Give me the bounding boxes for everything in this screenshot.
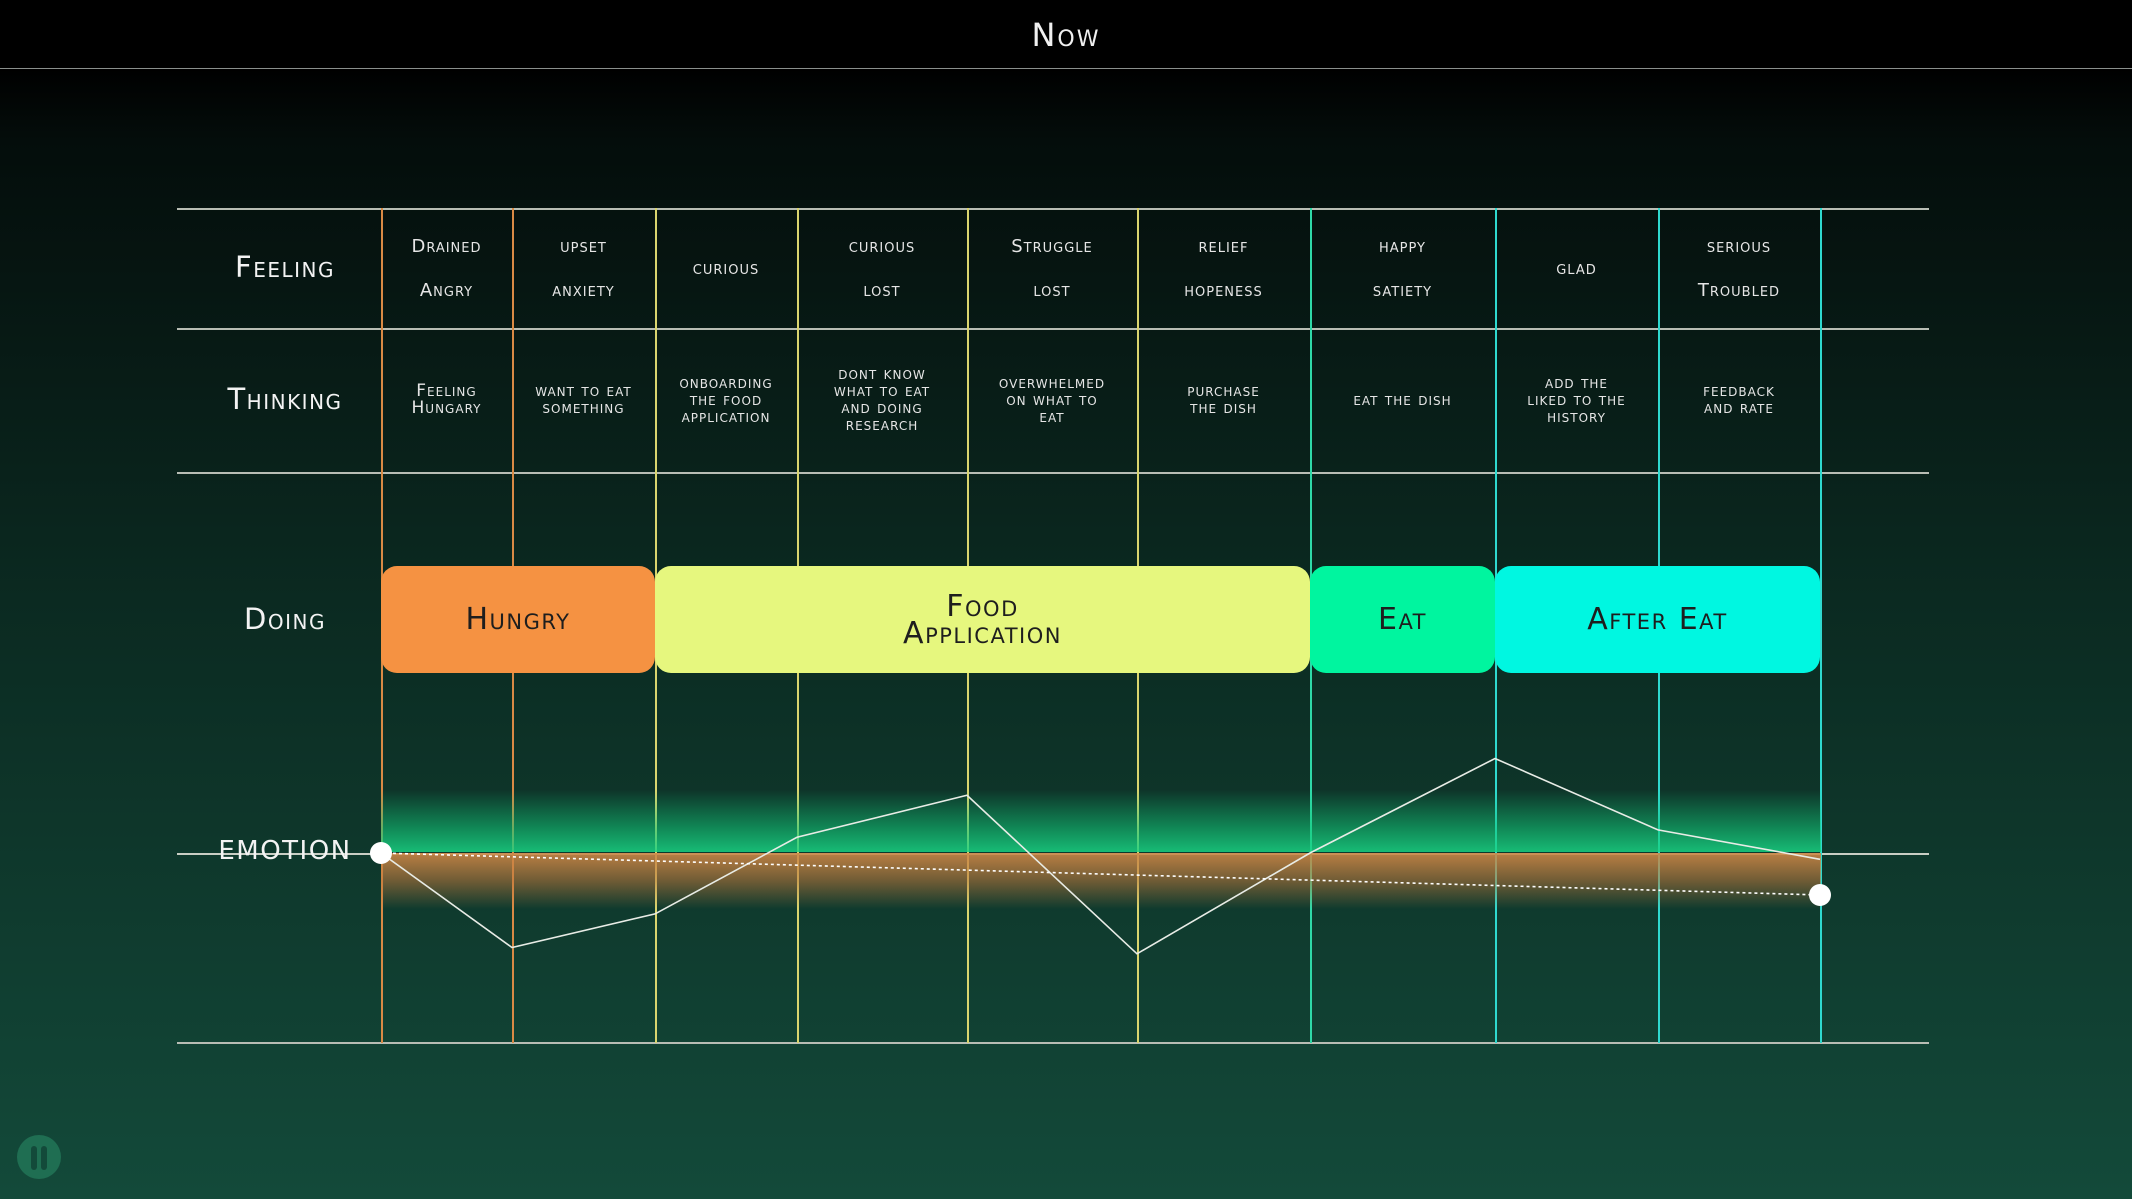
thinking-cell: onboarding the food application [679,372,773,427]
feeling-word: Angry [419,280,474,301]
stage-eat: Eat [1310,566,1495,673]
row-label-feeling: Feeling [235,250,335,284]
feeling-cell: Struggle lost [967,210,1137,328]
feeling-word: Struggle [1011,236,1093,257]
feeling-word: satiety [1372,280,1433,301]
feeling-cell: curious [655,210,797,328]
emotion-positive-band [381,790,1821,852]
thinking-cell: add the liked to the history [1527,372,1626,427]
grid-line-thinking-bottom [177,472,1929,474]
feeling-word: hopeness [1184,280,1263,301]
stage-hungry: Hungry [381,566,655,673]
stage-food-application: Food Application [655,566,1310,673]
emotion-line [380,757,1821,955]
grid-line-feeling-bottom [177,328,1929,330]
feeling-cell: glad [1495,210,1658,328]
feeling-word: lost [1033,280,1071,301]
feeling-word: Troubled [1697,280,1781,301]
stage-after-eat: After Eat [1495,566,1820,673]
grid-line-bottom [177,1042,1929,1044]
thinking-cell: want to eat something [535,381,632,418]
column-line [1820,208,1822,1043]
thinking-cell: Feeling Hungary [411,381,482,418]
emotion-start-point [370,842,392,864]
thinking-cell: dont know what to eat and doing research [833,364,931,435]
feeling-word: Drained [411,236,482,257]
feeling-word: upset [560,236,607,257]
top-bar: Now [0,0,2132,69]
feeling-cell: upset anxiety [512,210,655,328]
thinking-cell: eat the dish [1353,389,1452,410]
feeling-word: glad [1556,258,1597,279]
feeling-word: serious [1706,236,1772,257]
app-logo-icon [17,1135,61,1179]
emotion-negative-band [381,853,1821,909]
feeling-cell: happy satiety [1310,210,1495,328]
feeling-cell: curious lost [797,210,967,328]
thinking-cell: purchase the dish [1187,381,1260,418]
thinking-cell: feedback and rate [1703,381,1775,418]
feeling-word: happy [1378,236,1426,257]
grid-line-top [177,208,1929,210]
feeling-word: relief [1198,236,1249,257]
page-title: Now [1031,16,1101,54]
row-label-doing: Doing [244,602,326,636]
feeling-cell: relief hopeness [1137,210,1310,328]
row-label-thinking: Thinking [227,382,343,416]
feeling-word: curious [848,236,916,257]
emotion-trend-line [380,852,1821,896]
emotion-end-point [1809,884,1831,906]
feeling-word: anxiety [552,280,615,301]
row-label-emotion: EMOTION [218,836,352,866]
feeling-word: curious [692,258,760,279]
thinking-cell: overwhelmed on what to eat [998,372,1106,427]
feeling-word: lost [863,280,901,301]
